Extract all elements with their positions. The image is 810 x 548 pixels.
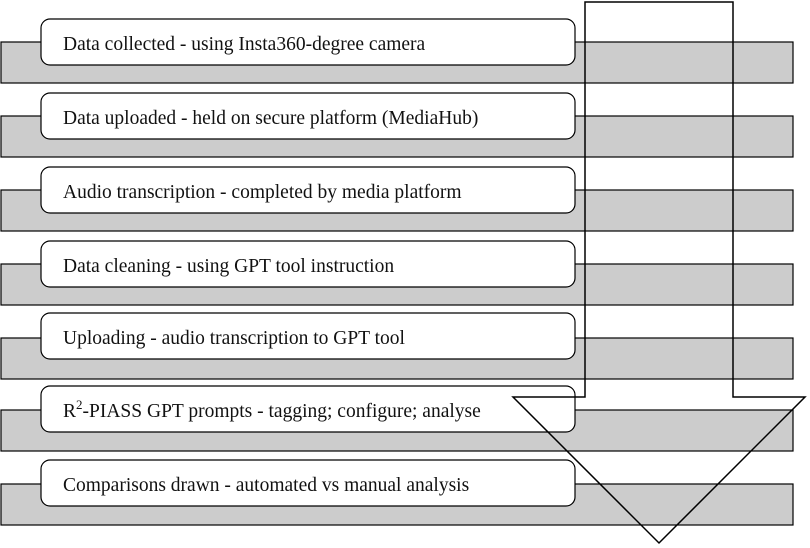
step-4-box: [40, 240, 576, 288]
step-1-label: Data collected - using Insta360-degree c…: [63, 34, 426, 55]
step-1-box: [40, 18, 576, 66]
step-1: Data collected - using Insta360-degree c…: [0, 18, 794, 84]
down-arrow: [511, 1, 807, 545]
step-5-label: Uploading - audio transcription to GPT t…: [63, 328, 406, 349]
step-7-label: Comparisons drawn - automated vs manual …: [63, 475, 469, 496]
step-3: Audio transcription - completed by media…: [0, 166, 794, 232]
step-6-label-superscript: 2: [76, 397, 83, 412]
step-7-box: [40, 459, 576, 507]
step-6-label-prefix: R: [63, 401, 76, 422]
step-2-label: Data uploaded - held on secure platform …: [63, 108, 478, 129]
step-6-label-rest: -PIASS GPT prompts - tagging; configure;…: [83, 401, 481, 422]
step-6: [0, 385, 794, 452]
step-3-box: [40, 166, 576, 214]
step-7: Comparisons drawn - automated vs manual …: [0, 459, 794, 526]
step-5-box: [40, 312, 576, 360]
step-2: Data uploaded - held on secure platform …: [0, 92, 794, 158]
step-6-label: R2-PIASS GPT prompts - tagging; configur…: [63, 397, 481, 422]
step-4: Data cleaning - using GPT tool instructi…: [0, 240, 794, 306]
step-3-label: Audio transcription - completed by media…: [63, 182, 462, 203]
step-2-box: [40, 92, 576, 140]
step-5: Uploading - audio transcription to GPT t…: [0, 312, 794, 380]
step-6-box: [40, 385, 576, 433]
step-4-label: Data cleaning - using GPT tool instructi…: [63, 256, 394, 277]
